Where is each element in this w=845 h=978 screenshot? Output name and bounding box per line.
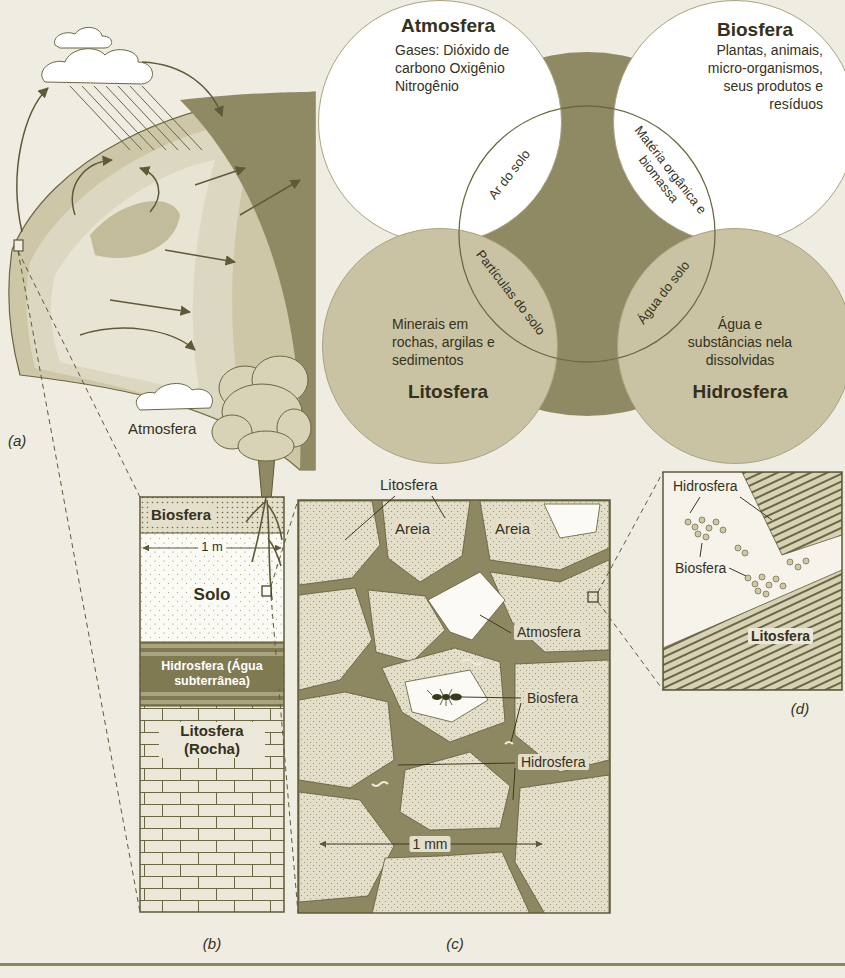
sphere-description: Minerais em rochas, argilas e sedimentos [392,316,504,370]
sphere-heading: Hidrosfera [670,380,810,404]
part-label: Atmosfera [514,624,584,640]
soil-layer-band: Hidrosfera (Água subterrânea) [140,642,284,706]
part-label: Hidrosfera [670,478,741,494]
sphere-circle: AtmosferaGases: Dióxido de carbono Oxigê… [318,0,562,244]
soil-layer-band: Litosfera (Rocha) [140,706,284,912]
soil-profile-illustration [140,497,298,913]
sphere-heading: Atmosfera [378,14,518,38]
part-label: Atmosfera [128,420,196,437]
layer-name: Solo [191,585,234,605]
soil-layer-band: Biosfera [140,497,284,533]
sphere-circle: BiosferaPlantas, animais, micro-organism… [613,0,845,244]
panel-letter: (a) [8,432,26,449]
layer-name: Litosfera (Rocha) [159,722,265,758]
sphere-heading: Biosfera [685,18,825,42]
panel-letter: (c) [446,935,464,952]
part-label: Areia [492,520,533,537]
part-label: Litosfera [748,628,813,644]
sphere-description: Água e substâncias nela dissolvidas [682,316,798,370]
layer-name: Biosfera [148,506,214,524]
clay-particle-illustration [663,472,842,690]
part-label: Hidrosfera [518,754,589,770]
soil-pore-illustration [298,472,663,914]
sphere-circle-shape [318,0,562,244]
sphere-circle: Minerais em rochas, argilas e sedimentos… [322,228,558,464]
panel-letter: (b) [203,935,221,952]
part-label: Biosfera [524,690,581,706]
sphere-description: Plantas, animais, micro-organismos, seus… [691,42,823,114]
dimension-label: 1 mm [410,836,451,852]
landscape-illustration [9,27,315,912]
sphere-heading: Litosfera [378,380,518,404]
dimension-label: 1 m [198,540,226,555]
part-label: Biosfera [672,560,729,576]
panel-letter: (d) [791,700,809,717]
sphere-description: Gases: Dióxido de carbono Oxigênio Nitro… [395,42,525,96]
sphere-circle: Água e substâncias nela dissolvidasHidro… [617,228,845,464]
part-label: Areia [392,520,433,537]
layer-name: Hidrosfera (Água subterrânea) [141,659,283,689]
part-label: Litosfera [380,476,438,493]
bottom-rule [0,963,845,966]
